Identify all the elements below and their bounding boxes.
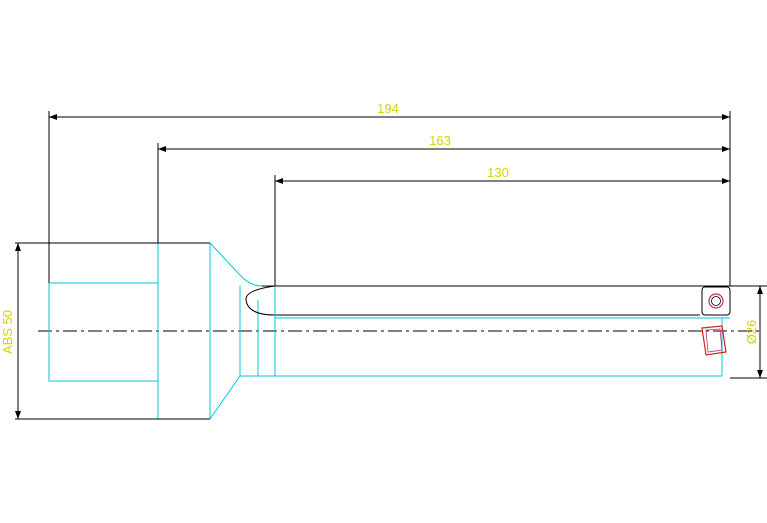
body-bar — [262, 285, 730, 377]
dimension-abs-label: ABS 50 — [0, 310, 15, 354]
dimension-130-label: 130 — [487, 165, 509, 180]
dimension-130 — [274, 175, 730, 286]
dimension-diameter — [730, 285, 767, 379]
dimension-diameter-label: Ø26 — [744, 320, 759, 345]
bottom-insert — [701, 325, 727, 356]
top-insert — [701, 286, 731, 316]
dimension-163 — [157, 143, 730, 243]
dimension-194-label: 194 — [377, 101, 399, 116]
dimension-163-label: 163 — [429, 133, 451, 148]
dimension-194 — [48, 111, 731, 286]
neck-radius — [245, 285, 276, 316]
